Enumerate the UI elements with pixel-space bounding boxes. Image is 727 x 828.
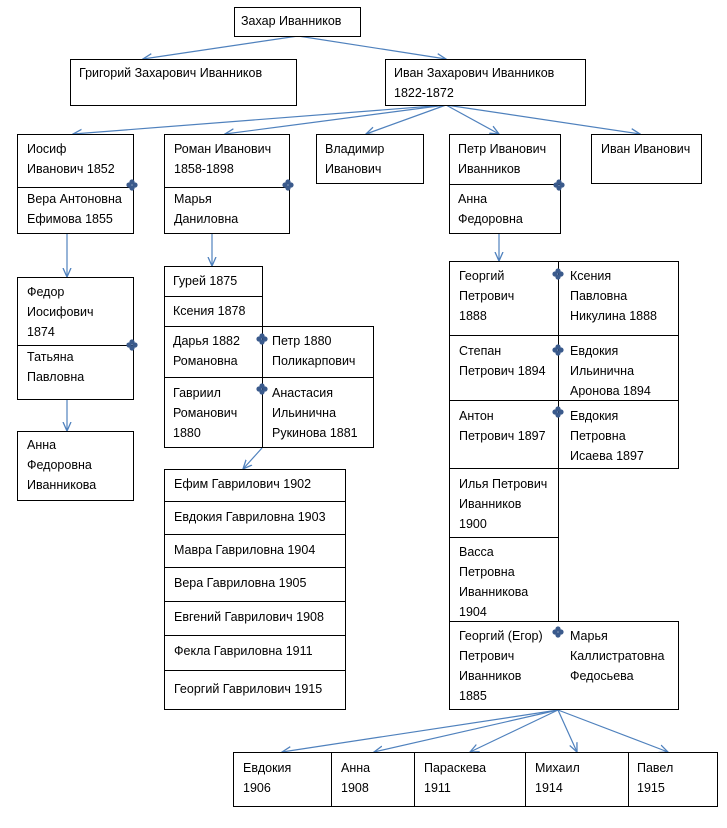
marriage-marker-icon <box>256 333 268 345</box>
gavriil-name: Гавриил Романович 1880 <box>173 386 238 440</box>
arrow-gavriil-to-children <box>243 447 263 469</box>
divider <box>17 187 134 188</box>
marriage-marker-icon <box>552 344 564 356</box>
divider <box>331 752 332 807</box>
roman-children-couples-box <box>164 326 374 448</box>
marriage-marker-icon <box>256 383 268 395</box>
divider <box>164 377 374 378</box>
divider <box>164 501 346 502</box>
marriage-marker-icon <box>126 339 138 351</box>
gavriil-child: Мавра Гавриловна 1904 <box>174 543 316 557</box>
petr-spouse-name: Анна Федоровна <box>458 192 523 226</box>
ivan-box <box>385 59 586 106</box>
stepan-name: Степан Петрович 1894 <box>459 344 546 378</box>
egor-spouse-name: Марья Каллистратовна Федосьева <box>570 629 665 683</box>
vassa-box <box>449 537 559 622</box>
ilya-name: Илья Петрович Иванников 1900 <box>459 477 548 531</box>
georgiy-1888-name: Георгий Петрович 1888 <box>459 269 515 323</box>
arrow-ivan-to-ivan-ivanovich <box>445 104 640 134</box>
ivan-name: Иван Захарович Иванников 1822-1872 <box>394 66 555 100</box>
darya-spouse-name: Петр 1880 Поликарпович <box>272 334 356 368</box>
ilya-box <box>449 468 559 538</box>
arrow-egor-to-paraskeva <box>470 709 559 752</box>
gurey-name: Гурей 1875 <box>173 274 238 288</box>
egor-child: Павел 1915 <box>637 761 674 795</box>
marriage-marker-icon <box>552 268 564 280</box>
ivan-ivanovich-box <box>591 134 702 184</box>
fedor-couple-box <box>17 277 134 400</box>
gavriil-child: Вера Гавриловна 1905 <box>174 576 307 590</box>
arrow-root-to-grigory <box>143 35 299 59</box>
egor-child: Евдокия 1906 <box>243 761 292 795</box>
arrow-ivan-to-petr <box>445 104 499 134</box>
divider <box>164 567 346 568</box>
divider <box>17 345 134 346</box>
egor-child: Параскева 1911 <box>424 761 487 795</box>
stepan-spouse-name: Евдокия Ильинична Аронова 1894 <box>570 344 651 398</box>
egor-child: Анна 1908 <box>341 761 371 795</box>
anna-fedorovna-name: Анна Федоровна Иванникова <box>27 438 97 492</box>
marriage-marker-icon <box>552 406 564 418</box>
gavriil-child: Фекла Гавриловна 1911 <box>174 644 313 658</box>
vladimir-box <box>316 134 424 184</box>
egor-name: Георгий (Егор) Петрович Иванников 1885 <box>459 629 543 703</box>
arrow-egor-to-pavel <box>557 709 668 752</box>
anton-name: Антон Петрович 1897 <box>459 409 546 443</box>
grigory-name: Григорий Захарович Иванников <box>79 66 263 80</box>
arrow-ivan-to-vladimir <box>366 104 447 134</box>
divider <box>164 187 290 188</box>
anton-spouse-name: Евдокия Петровна Исаева 1897 <box>570 409 644 463</box>
ksenia-name: Ксения 1878 <box>173 304 246 318</box>
root-name: Захар Иванников <box>241 14 342 28</box>
vladimir-name: Владимир Иванович <box>325 142 385 176</box>
fedor-spouse-name: Татьяна Павловна <box>27 350 85 384</box>
arrow-egor-to-evdokiya <box>282 709 559 752</box>
vassa-name: Васса Петровна Иванникова 1904 <box>459 545 529 619</box>
divider <box>164 534 346 535</box>
divider <box>164 670 346 671</box>
gavriil-spouse-name: Анастасия Ильинична Рукинова 1881 <box>272 386 358 440</box>
arrow-ivan-to-iosif <box>73 104 447 134</box>
egor-child: Михаил 1914 <box>535 761 580 795</box>
marriage-marker-icon <box>552 626 564 638</box>
ksenia-box <box>164 296 263 327</box>
gavriil-child: Ефим Гаврилович 1902 <box>174 477 312 491</box>
gavriil-child: Евдокия Гавриловна 1903 <box>174 510 326 524</box>
egor-couple-box <box>449 621 679 710</box>
gavriil-child: Евгений Гаврилович 1908 <box>174 610 324 624</box>
marriage-marker-icon <box>126 179 138 191</box>
divider <box>449 400 679 401</box>
divider <box>628 752 629 807</box>
divider <box>449 335 679 336</box>
petr-children-couples-box <box>449 261 679 469</box>
egor-children-box <box>233 752 718 807</box>
iosif-spouse-name: Вера Антоновна Ефимова 1855 <box>27 192 122 226</box>
fedor-name: Федор Иосифович 1874 <box>27 285 94 339</box>
divider <box>449 184 561 185</box>
darya-name: Дарья 1882 Романовна <box>173 334 240 368</box>
divider <box>164 601 346 602</box>
marriage-marker-icon <box>553 179 565 191</box>
arrow-ivan-to-roman <box>225 104 447 134</box>
divider <box>414 752 415 807</box>
ivan-ivanovich-name: Иван Иванович <box>601 142 691 156</box>
iosif-name: Иосиф Иванович 1852 <box>27 142 115 176</box>
root-box <box>234 7 361 37</box>
arrow-root-to-ivan <box>297 35 446 59</box>
grigory-box <box>70 59 297 106</box>
arrow-egor-to-mikhail <box>557 709 577 752</box>
anna-fedorovna-box <box>17 431 134 501</box>
petr-name: Петр Иванович Иванников <box>458 142 547 176</box>
divider <box>164 635 346 636</box>
gavriil-children-box <box>164 469 346 710</box>
gavriil-child: Георгий Гаврилович 1915 <box>174 682 323 696</box>
marriage-marker-icon <box>282 179 294 191</box>
georgiy-1888-spouse-name: Ксения Павловна Никулина 1888 <box>570 269 658 323</box>
divider <box>525 752 526 807</box>
arrow-egor-to-anna <box>374 709 559 752</box>
roman-spouse-name: Марья Даниловна <box>174 192 239 226</box>
roman-name: Роман Иванович 1858-1898 <box>174 142 272 176</box>
